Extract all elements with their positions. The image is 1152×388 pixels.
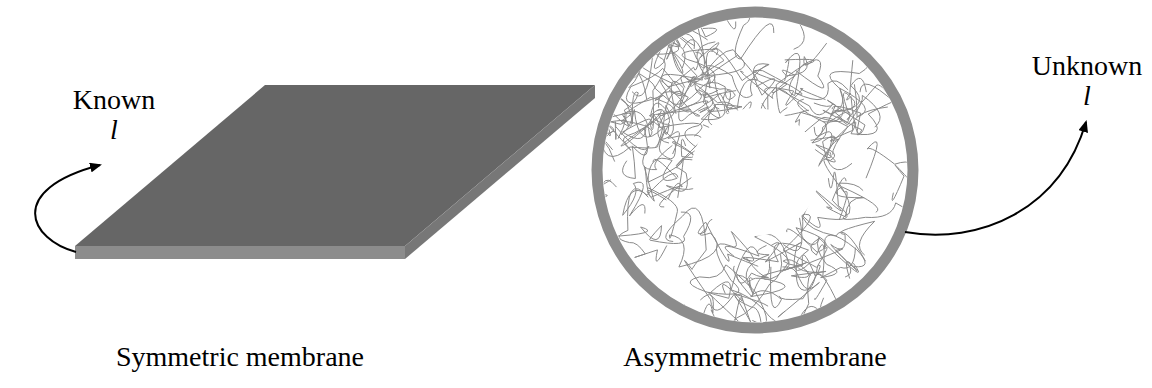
fiber-stroke — [770, 78, 867, 150]
fiber-stroke — [757, 88, 826, 131]
caption-label: Symmetric membrane — [116, 343, 364, 371]
hollow-fiber — [517, 0, 928, 388]
fiber-stroke — [747, 255, 858, 320]
fiber-stroke — [698, 200, 758, 266]
fiber-stroke — [830, 38, 902, 117]
pointer-arrow — [905, 122, 1086, 235]
fiber-stroke — [749, 267, 785, 308]
fiber-stroke — [672, 130, 711, 166]
fiber-stroke — [623, 119, 651, 178]
fiber-stroke — [626, 58, 699, 103]
fiber-stroke — [778, 260, 820, 318]
fiber-stroke — [607, 212, 691, 243]
fiber-stroke — [785, 53, 824, 95]
fiber-stroke — [866, 142, 913, 201]
fiber-stroke — [648, 188, 718, 267]
fiber-texture — [517, 0, 928, 388]
fiber-stroke — [817, 107, 888, 170]
fiber-stroke — [566, 103, 665, 156]
fiber-stroke — [823, 88, 862, 135]
fiber-stroke — [654, 26, 707, 68]
fiber-stroke — [690, 265, 766, 324]
dimension-symbol: l — [110, 116, 118, 144]
fiber-stroke — [528, 180, 611, 201]
fiber-stroke — [708, 231, 754, 325]
fiber-stroke — [734, 294, 768, 336]
fiber-stroke — [765, 242, 851, 277]
fiber-stroke — [682, 40, 719, 84]
fiber-stroke — [648, 158, 683, 198]
dimension-label: Unknown — [1032, 52, 1142, 80]
dimension-symbol: l — [1083, 82, 1091, 110]
fiber-stroke — [817, 238, 858, 278]
pointer-arrow — [35, 165, 100, 252]
fiber-stroke — [635, 40, 685, 84]
dimension-label: Known — [73, 86, 155, 114]
fiber-stroke — [724, 0, 774, 59]
fiber-stroke — [754, 70, 848, 99]
fiber-stroke — [651, 121, 675, 159]
fiber-stroke — [668, 106, 725, 154]
fiber-stroke — [681, 76, 776, 157]
fiber-stroke — [666, 208, 734, 310]
fiber-stroke — [734, 234, 790, 297]
fiber-stroke — [779, 89, 833, 116]
fiber-stroke — [665, 295, 713, 339]
fiber-stroke — [815, 132, 847, 220]
fiber-stroke — [711, 272, 827, 335]
fiber-stroke — [612, 53, 647, 99]
fiber-stroke — [703, 93, 751, 136]
fiber-stroke — [619, 189, 667, 262]
fiber-stroke — [697, 42, 770, 109]
fiber-stroke — [661, 81, 708, 121]
fiber-stroke — [586, 111, 652, 136]
fiber-stroke — [802, 172, 847, 232]
fiber-stroke — [726, 106, 799, 148]
fiber-stroke — [629, 68, 700, 116]
fiber-stroke — [703, 93, 742, 118]
caption-label: Asymmetric membrane — [623, 343, 887, 371]
fiber-stroke — [517, 155, 617, 226]
fiber-stroke — [793, 0, 865, 49]
fiber-stroke — [839, 175, 928, 219]
